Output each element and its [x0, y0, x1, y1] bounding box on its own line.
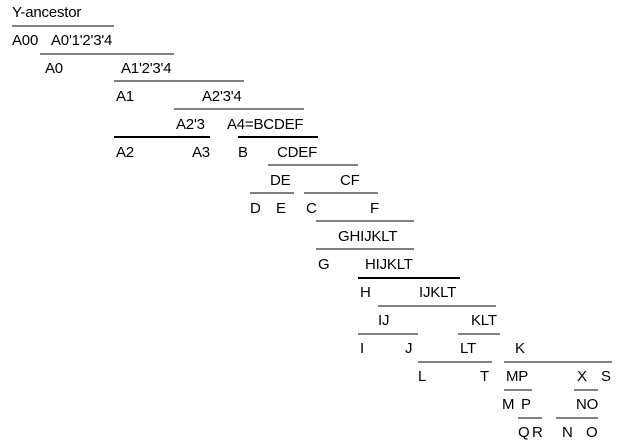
node-j: J [405, 340, 413, 357]
node-h: H [360, 284, 371, 301]
node-hijklt: HIJKLT [365, 256, 413, 273]
node-de: DE [270, 172, 291, 189]
node-d: D [250, 200, 261, 217]
node-a2-3: A2'3 [176, 116, 205, 133]
node-t: T [480, 368, 489, 385]
node-i: I [360, 340, 364, 357]
node-cdef: CDEF [277, 144, 318, 161]
node-a3: A3 [192, 144, 210, 161]
node-s: S [601, 368, 611, 385]
node-no: NO [576, 396, 599, 413]
node-e: E [276, 200, 286, 217]
node-p: P [521, 396, 531, 413]
node-x: X [577, 368, 587, 385]
node-mp: MP [506, 368, 529, 385]
node-klt: KLT [471, 312, 497, 329]
node-b: B [238, 144, 248, 161]
node-c: C [306, 200, 317, 217]
node-o: O [586, 424, 598, 441]
node-k: K [515, 340, 525, 357]
node-f: F [370, 200, 379, 217]
node-cf: CF [340, 172, 360, 189]
node-lt: LT [460, 340, 476, 357]
node-a2-34: A2'3'4 [202, 88, 242, 105]
node-a2: A2 [116, 144, 134, 161]
node-ghijklt: GHIJKLT [338, 228, 398, 245]
node-a0: A0 [45, 60, 63, 77]
node-q: Q [518, 424, 530, 441]
node-m: M [502, 396, 515, 413]
node-a1-234: A1'2'3'4 [121, 60, 172, 77]
node-a00: A00 [12, 32, 39, 49]
node-a0-1234: A0'1'2'3'4 [51, 32, 113, 49]
node-a4-bcdef: A4=BCDEF [227, 116, 304, 133]
node-ijklt: IJKLT [419, 284, 457, 301]
diagram-title: Y-ancestor [12, 4, 82, 21]
node-n: N [562, 424, 573, 441]
node-ij: IJ [378, 312, 390, 329]
node-g: G [318, 256, 330, 273]
node-l: L [418, 368, 427, 385]
node-a1: A1 [116, 88, 134, 105]
node-r: R [532, 424, 543, 441]
